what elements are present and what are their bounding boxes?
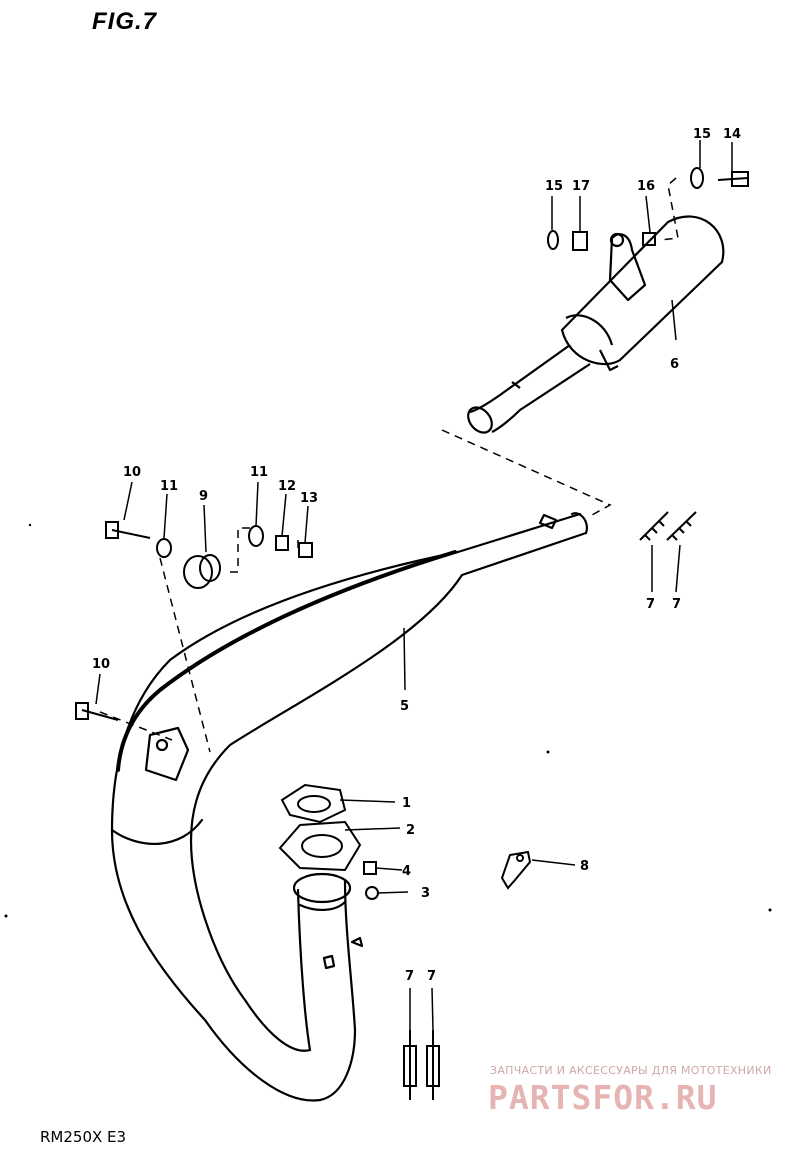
- part-label-14: 14: [723, 127, 741, 142]
- part-label-4: 4: [402, 864, 411, 879]
- part-label-15-left: 15: [545, 179, 563, 194]
- silencer: [467, 215, 725, 434]
- part-label-12: 12: [278, 479, 296, 494]
- part-label-11-right: 11: [250, 465, 268, 480]
- part-label-17: 17: [572, 179, 590, 194]
- part-label-7-c: 7: [405, 969, 414, 984]
- part-label-7-a: 7: [646, 597, 655, 612]
- part-label-9: 9: [199, 489, 208, 504]
- watermark-tagline: ЗАПЧАСТИ И АКСЕССУАРЫ ДЛЯ МОТОТЕХНИКИ: [490, 1064, 772, 1077]
- part-label-6: 6: [670, 357, 679, 372]
- watermark-brand: PARTSFOR.RU: [488, 1078, 718, 1117]
- part-label-15-top: 15: [693, 127, 711, 142]
- part-label-7-d: 7: [427, 969, 436, 984]
- scan-specks: [4, 523, 772, 918]
- model-code: RM250X E3: [40, 1128, 127, 1146]
- part-label-3: 3: [421, 886, 430, 901]
- part-label-5: 5: [400, 699, 409, 714]
- part-label-1: 1: [402, 796, 411, 811]
- figure-title: FIG.7: [92, 8, 158, 35]
- part-label-7-b: 7: [672, 597, 681, 612]
- part-label-10-lower: 10: [92, 657, 110, 672]
- leader-lines: [95, 140, 733, 1031]
- exhaust-chamber: [110, 512, 588, 1102]
- part-label-10-upper: 10: [123, 465, 141, 480]
- part-label-11-left: 11: [160, 479, 178, 494]
- gaskets: [278, 783, 362, 872]
- part-labels: 15 14 15 17 16 6 10 11 9 11 12 13 10 5 1…: [92, 127, 741, 984]
- part-label-8: 8: [580, 859, 589, 874]
- assembly-lines: [99, 177, 679, 753]
- part-label-13: 13: [300, 491, 318, 506]
- part-label-16: 16: [637, 179, 655, 194]
- part-label-2: 2: [406, 823, 415, 838]
- hardware: [75, 167, 749, 1100]
